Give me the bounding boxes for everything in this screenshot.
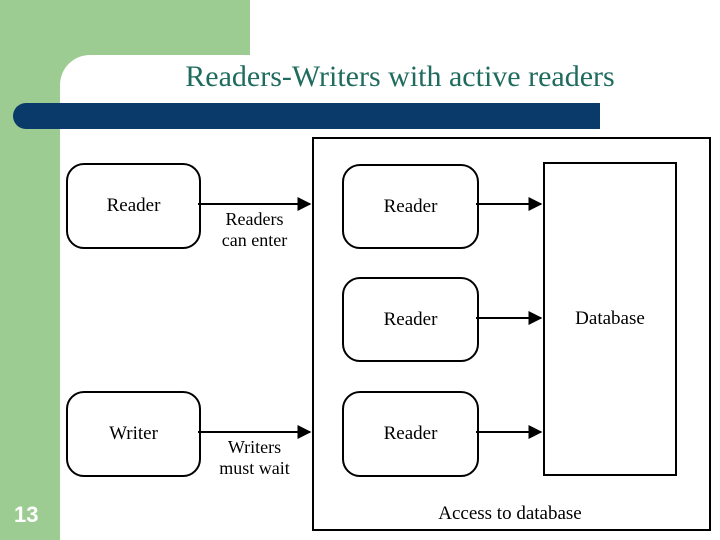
node-reader-outside[interactable]: Reader xyxy=(66,163,201,249)
node-label: Reader xyxy=(383,308,438,330)
node-label: Reader xyxy=(106,195,161,216)
node-label: Reader xyxy=(383,423,438,444)
page-title: Readers-Writers with active readers xyxy=(185,60,615,93)
edge-label-line-1: Readers xyxy=(225,209,284,229)
node-writer-outside[interactable]: Writer xyxy=(66,391,201,477)
node-reader-active-2[interactable]: Reader xyxy=(342,277,479,362)
edge-label-readers-can-enter: Readers can enter xyxy=(197,209,312,251)
edge-label-line-1: Writers xyxy=(227,437,282,457)
green-side-rail xyxy=(0,112,60,540)
node-label: Reader xyxy=(383,195,438,217)
node-reader-active-3[interactable]: Reader xyxy=(342,391,479,477)
page-number: 13 xyxy=(14,502,39,527)
node-label: Writer xyxy=(109,423,158,444)
edge-label-writers-must-wait: Writers must wait xyxy=(197,437,312,479)
node-reader-active-1[interactable]: Reader xyxy=(342,164,479,249)
access-region-container xyxy=(312,137,711,531)
node-label: Database xyxy=(575,308,645,329)
region-caption: Access to database xyxy=(438,503,582,524)
blue-accent-bar-extension xyxy=(180,103,600,129)
edge-label-line-2: can enter xyxy=(221,230,288,250)
node-database[interactable]: Database xyxy=(543,162,677,476)
edge-label-line-2: must wait xyxy=(219,458,290,478)
